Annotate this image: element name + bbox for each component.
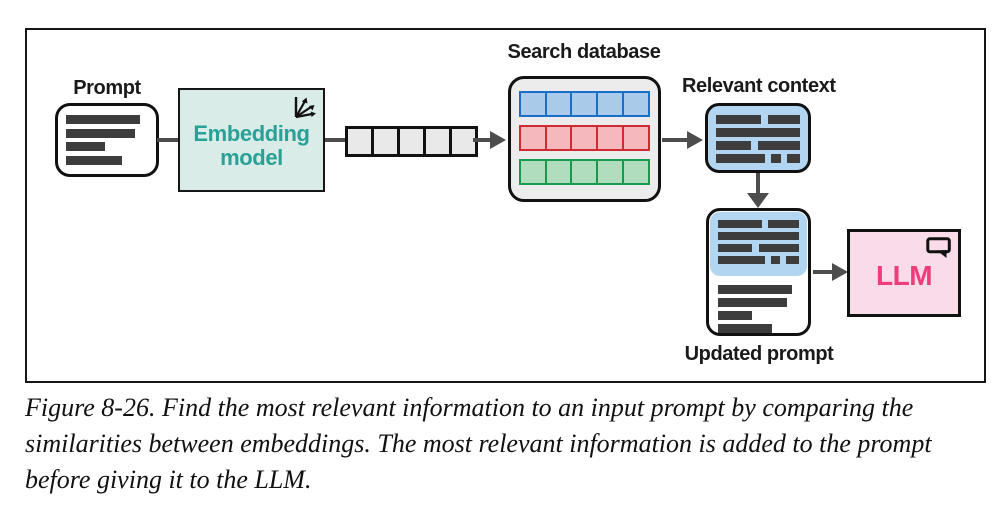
speech-bubble-icon <box>926 237 951 258</box>
db-cell <box>596 91 625 117</box>
text-line-bar <box>786 154 800 163</box>
diagram-frame <box>25 28 986 383</box>
arrow-head <box>747 193 769 208</box>
vector-cell <box>345 126 374 157</box>
updated-prompt-label: Updated prompt <box>684 343 834 365</box>
text-line-bar <box>718 324 772 333</box>
figure-caption: Figure 8-26. Find the most relevant info… <box>25 390 995 498</box>
text-line-bar <box>758 141 800 150</box>
arrow-head <box>490 131 506 149</box>
vector-cell <box>397 126 426 157</box>
db-cell <box>621 91 651 117</box>
llm-box: LLM <box>847 229 961 317</box>
text-line-bar <box>786 256 799 264</box>
caption-line: Figure 8-26. Find the most relevant info… <box>25 393 914 422</box>
embedding-model-label: Embedding model <box>193 121 310 170</box>
arrow-database-context <box>662 138 687 142</box>
relevant-context-document-icon <box>705 103 811 173</box>
text-line-bar <box>716 141 752 150</box>
embedding-model-box: Embedding model <box>178 88 325 192</box>
text-line-bar <box>718 298 787 307</box>
prompt-document-icon <box>55 103 159 177</box>
db-cell <box>596 159 625 185</box>
text-line-bar <box>758 244 799 252</box>
text-line-bar <box>66 155 122 165</box>
text-line-row <box>718 256 799 264</box>
database-row-green <box>519 159 651 185</box>
text-line-bar <box>770 256 781 264</box>
text-line-row <box>716 154 800 163</box>
text-line-bar <box>718 285 792 294</box>
db-cell <box>570 159 599 185</box>
text-line-bar <box>66 142 105 151</box>
db-cell <box>621 159 651 185</box>
db-cell <box>596 125 625 151</box>
context-text-lines <box>716 115 800 167</box>
database-row-blue <box>519 91 651 117</box>
caption-line: similarities between embeddings. The mos… <box>25 429 932 458</box>
prompt-label: Prompt <box>73 77 141 99</box>
arrow-head <box>832 263 848 281</box>
text-line-row <box>716 128 800 137</box>
vector-axes-icon <box>294 97 316 119</box>
inserted-context-section <box>710 212 807 276</box>
connector-prompt-embedding <box>157 138 179 142</box>
db-cell <box>519 125 548 151</box>
context-text-lines <box>718 220 799 268</box>
text-line-bar <box>718 244 753 252</box>
vector-cell <box>423 126 452 157</box>
llm-label: LLM <box>875 260 933 291</box>
text-line-row <box>718 232 799 240</box>
db-cell <box>544 159 573 185</box>
db-cell <box>570 91 599 117</box>
connector-embedding-vector <box>325 138 345 142</box>
embedding-vector-icon <box>345 126 478 157</box>
text-line-bar <box>718 256 765 264</box>
prompt-text-lines <box>718 285 798 337</box>
db-cell <box>570 125 599 151</box>
arrow-vector-database <box>473 138 491 142</box>
text-line-bar <box>716 115 762 124</box>
text-line-bar <box>768 115 800 124</box>
text-line-bar <box>768 220 799 228</box>
database-row-red <box>519 125 651 151</box>
search-database-label: Search database <box>507 41 661 63</box>
caption-line: before giving it to the LLM. <box>25 465 312 494</box>
text-line-row <box>716 141 800 150</box>
text-line-row <box>718 220 799 228</box>
text-line-bar <box>66 128 135 138</box>
text-line-row <box>716 115 800 124</box>
updated-prompt-document-icon <box>706 208 811 336</box>
text-line-bar <box>718 311 753 320</box>
text-line-bar <box>716 128 800 137</box>
text-line-bar <box>718 232 799 240</box>
db-cell <box>621 125 651 151</box>
vector-cell <box>371 126 400 157</box>
db-cell <box>544 125 573 151</box>
search-database-box <box>508 76 661 202</box>
arrow-prompt-llm <box>813 270 833 274</box>
text-line-row <box>718 244 799 252</box>
text-line-bar <box>718 220 762 228</box>
relevant-context-label: Relevant context <box>682 75 836 97</box>
db-cell <box>544 91 573 117</box>
db-cell <box>519 159 548 185</box>
text-line-bar <box>770 154 781 163</box>
arrow-head <box>687 131 703 149</box>
text-line-bar <box>716 154 765 163</box>
db-cell <box>519 91 548 117</box>
arrow-context-updated-prompt <box>756 173 760 194</box>
text-line-bar <box>66 115 140 124</box>
prompt-text-lines <box>66 115 148 169</box>
